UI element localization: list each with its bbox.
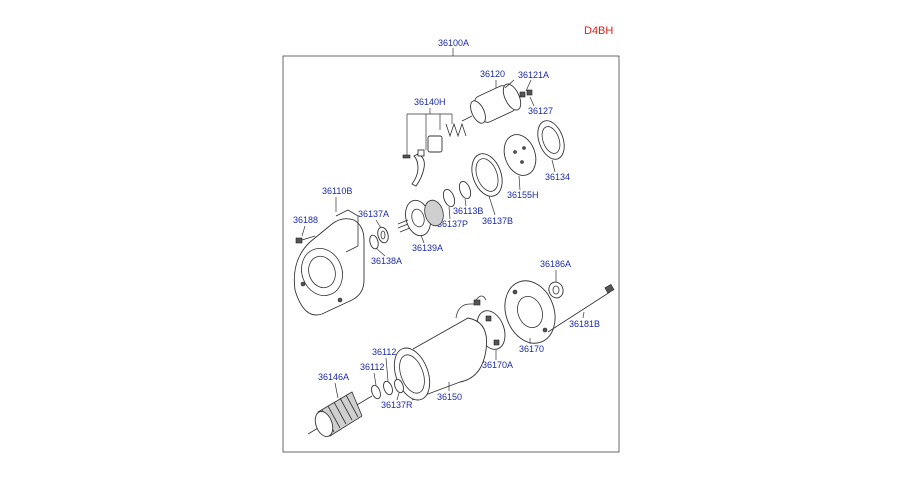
part-label-36121A: 36121A <box>518 70 549 80</box>
part-label-36112a: 36112 <box>372 347 396 357</box>
part-label-36112b: 36112 <box>360 362 384 372</box>
part-label-36155H: 36155H <box>507 190 539 200</box>
bolt-part-36188[interactable] <box>295 235 316 244</box>
armature-part-36146A[interactable] <box>307 391 373 439</box>
part-label-36170A: 36170A <box>482 360 513 370</box>
pin-part[interactable] <box>402 154 411 159</box>
stop-ring-part-36138A[interactable] <box>368 234 379 250</box>
part-label-36138A: 36138A <box>371 256 402 266</box>
assembly-label: 36100A <box>438 38 469 48</box>
washer-part-36112a[interactable] <box>382 380 394 396</box>
part-label-36137R: 36137R <box>381 400 413 410</box>
washer-part-36113B[interactable] <box>457 180 473 200</box>
plunger-part[interactable] <box>427 135 443 153</box>
collar-part-36137A[interactable] <box>376 226 390 244</box>
part-label-36134: 36134 <box>545 172 570 182</box>
part-label-36137A: 36137A <box>358 209 389 219</box>
spring-part[interactable] <box>445 122 467 138</box>
part-label-36188: 36188 <box>293 215 318 225</box>
part-label-36137B: 36137B <box>482 216 513 226</box>
overrunning-clutch-part[interactable] <box>397 198 446 239</box>
bushing-part-36186A[interactable] <box>547 280 566 300</box>
part-label-36170: 36170 <box>519 344 544 354</box>
gear-housing-cover-part[interactable] <box>499 130 542 180</box>
rear-cover-part[interactable] <box>497 274 564 351</box>
ring-part-36137B[interactable] <box>466 150 507 201</box>
variant-code: D4BH <box>584 25 613 37</box>
part-label-36137P: 36137P <box>437 219 468 229</box>
part-label-36146A: 36146A <box>318 372 349 382</box>
part-label-36181B: 36181B <box>569 319 600 329</box>
part-label-36113B: 36113B <box>453 206 483 216</box>
part-label-36120: 36120 <box>480 69 505 79</box>
assembly-frame <box>282 55 620 453</box>
washer-part-36112b[interactable] <box>370 384 382 400</box>
nut-part-36121A[interactable] <box>519 89 533 98</box>
gasket-part-36134[interactable] <box>533 117 569 163</box>
shift-lever-part[interactable] <box>411 149 425 187</box>
through-bolt-part-36181B[interactable] <box>547 283 615 333</box>
part-label-36139A: 36139A <box>412 243 443 253</box>
solenoid-switch-part[interactable] <box>461 79 524 125</box>
part-label-36127: 36127 <box>528 106 553 116</box>
washer-part-36137P[interactable] <box>441 188 457 208</box>
part-label-36186A: 36186A <box>540 259 571 269</box>
part-label-36140H: 36140H <box>414 97 446 107</box>
front-housing-part[interactable] <box>293 209 365 316</box>
part-label-36150: 36150 <box>437 392 462 402</box>
washer-part-36137R[interactable] <box>393 378 405 394</box>
part-label-36110B: 36110B <box>322 186 352 196</box>
